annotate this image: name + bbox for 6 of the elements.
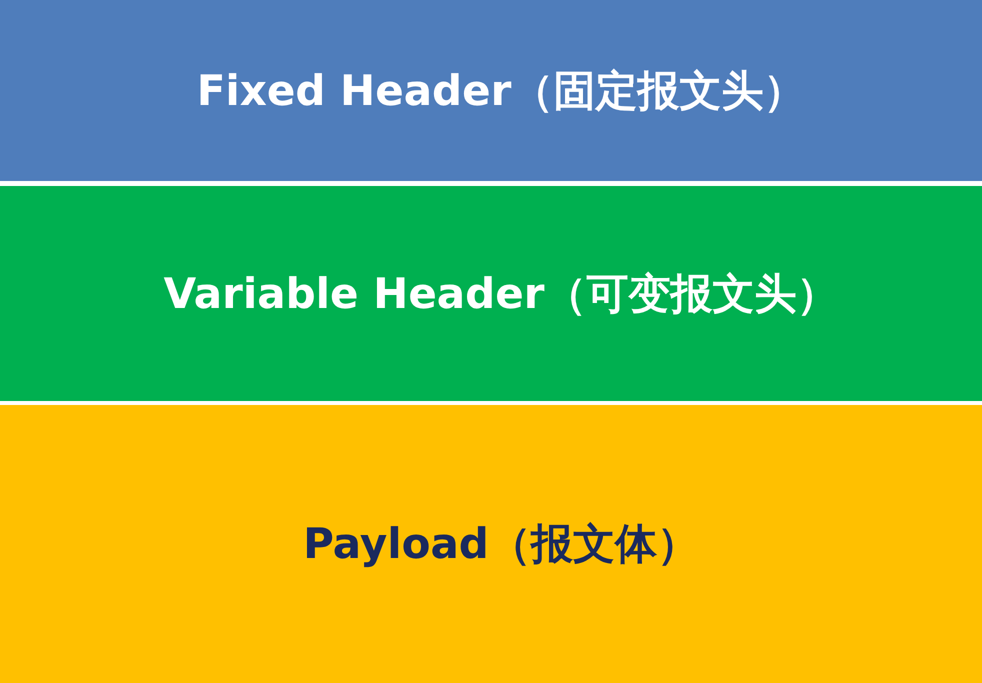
section-label: Variable Header（可变报文头） [164,268,838,320]
section-band [0,405,982,683]
section-band [0,186,982,401]
section-band [0,0,982,181]
section-label: Fixed Header（固定报文头） [196,64,806,116]
section-label: Payload（报文体） [303,518,699,570]
